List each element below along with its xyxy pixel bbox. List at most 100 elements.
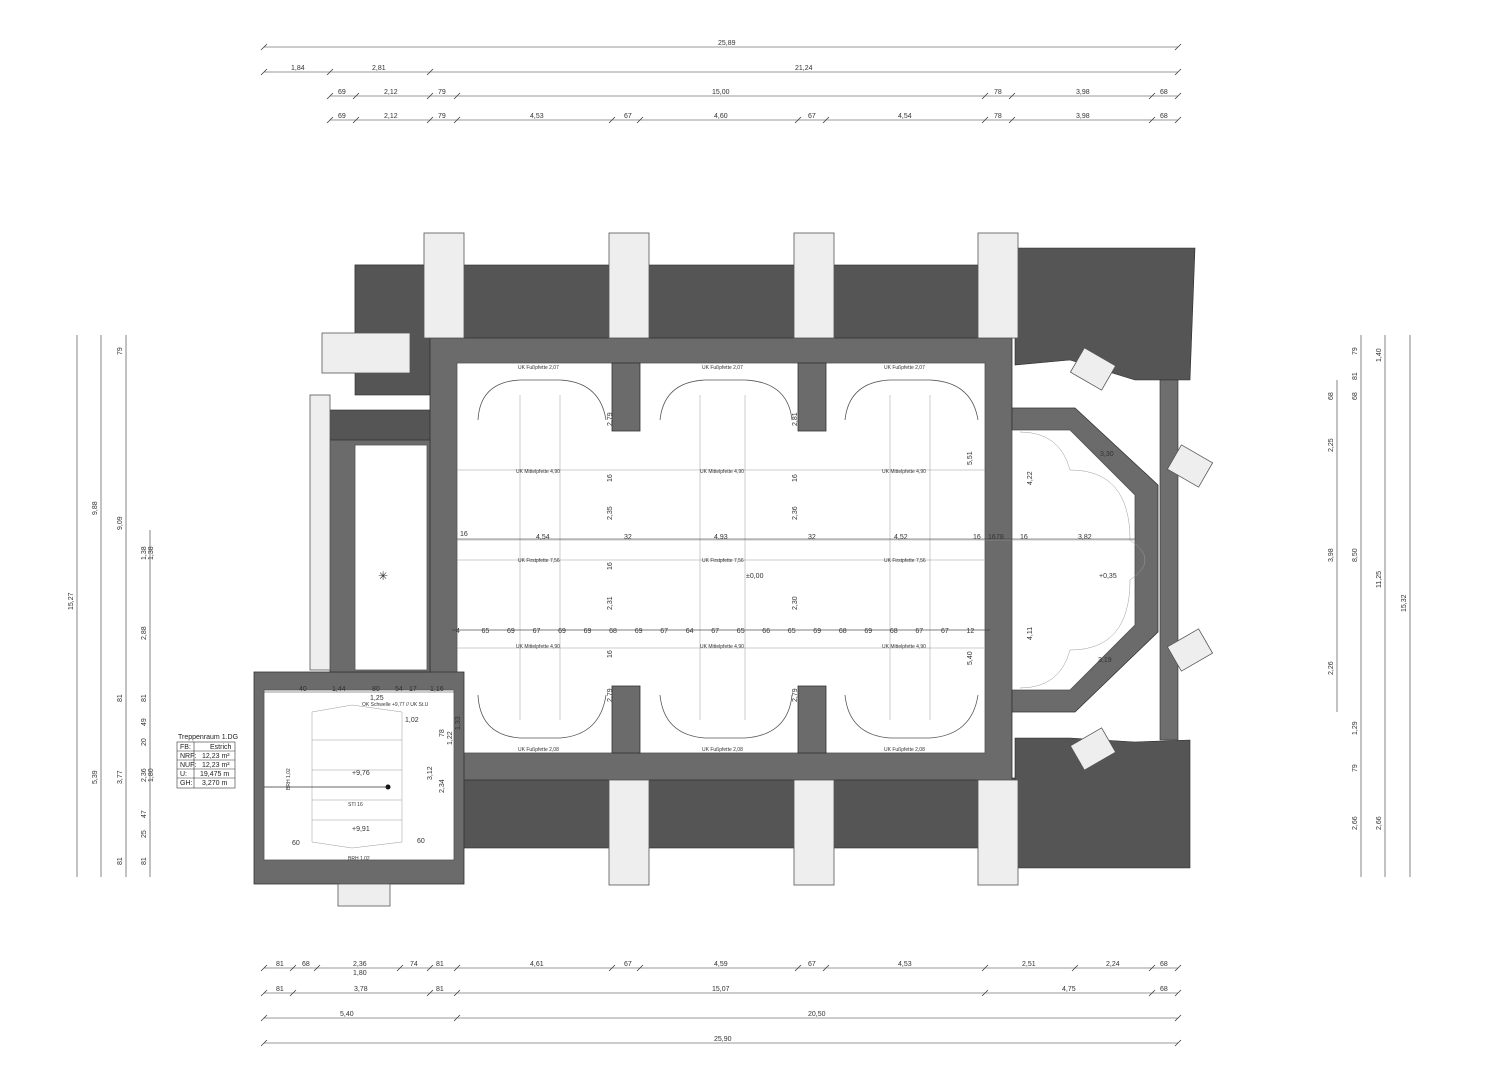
- nave-interior: [456, 362, 986, 754]
- top-dim-4-b: 2,12: [384, 113, 398, 120]
- left-dim-i: 81: [141, 694, 148, 702]
- stair-sub-dim: 1,25: [370, 695, 384, 702]
- apse-vault-curve: [1019, 431, 1146, 689]
- dimension-tick: [608, 964, 616, 972]
- roof-left-strip: [354, 264, 431, 396]
- pier-top-1: [611, 362, 641, 432]
- top-dim-4-g: 67: [808, 113, 816, 120]
- left-dim-j: 49: [141, 718, 148, 726]
- buttress-apse-2: [1166, 444, 1214, 488]
- apse-level: +0,35: [1099, 573, 1117, 580]
- left-dim-m: 1,80: [148, 768, 155, 782]
- dimension-tick: [794, 964, 802, 972]
- right-dim-e: 68: [1352, 392, 1359, 400]
- compass-icon: ✳: [378, 569, 388, 583]
- gap-6: 78: [996, 534, 1004, 541]
- room-row-fb-value: Estrich: [210, 744, 232, 751]
- room-row-u-key: U:: [180, 771, 187, 778]
- spacing-dim: 67: [533, 628, 541, 635]
- dimension-tick: [326, 92, 334, 100]
- dimension-tick: [352, 116, 360, 124]
- left-dim-q: 25: [141, 830, 148, 838]
- top-dimensions: 25,89 1,84 2,81 21,24 69 2,12 79 15,00 7…: [260, 40, 1182, 124]
- bottom-dim-1-n: 68: [1160, 961, 1168, 968]
- spacing-dim: 69: [507, 628, 515, 635]
- dimension-tick: [326, 116, 334, 124]
- bottom-dim-2-b: 3,78: [354, 986, 368, 993]
- stair-steps-outline: [311, 704, 403, 849]
- stair-top-dim-5: 17: [409, 686, 417, 693]
- bay-width-1: 4,54: [536, 534, 550, 541]
- vert-mid-1: 2,81: [792, 412, 799, 426]
- stair-side-5: 1,33: [455, 716, 462, 730]
- stair-entrance: [337, 883, 391, 907]
- stair-top-dim-2: 1,44: [332, 686, 346, 693]
- dimension-tick: [289, 989, 297, 997]
- fuss-top-3: UK Fußpfette 2,07: [884, 365, 925, 371]
- vert-right-1: 5,51: [967, 451, 974, 465]
- dimension-tick: [1174, 116, 1182, 124]
- dimension-tick: [426, 68, 434, 76]
- vert-mid-2: 2,36: [792, 506, 799, 520]
- bottom-dim-2-e: 4,75: [1062, 986, 1076, 993]
- bottom-dim-1-d: 1,80: [353, 970, 367, 977]
- bottom-dim-1-e: 74: [410, 961, 418, 968]
- right-dim-o: 2,66: [1376, 816, 1383, 830]
- room-row-gh-value: 3,270 m: [202, 780, 227, 787]
- room-row-fb-key: FB:: [180, 744, 191, 751]
- top-dim-2-c: 21,24: [795, 65, 813, 72]
- top-dim-4-h: 4,54: [898, 113, 912, 120]
- dimension-tick: [1174, 1039, 1182, 1047]
- top-dim-3-g: 68: [1160, 89, 1168, 96]
- vert-left-2: 2,35: [607, 506, 614, 520]
- vault-curves: [477, 379, 1146, 739]
- stair-top-dim-6: 1,16: [430, 686, 444, 693]
- left-dim-c: 79: [117, 347, 124, 355]
- right-dimensions: 79 1,40 81 68 68 2,25 3,98 8,50 11,25 15…: [1328, 335, 1411, 877]
- bottom-dim-1-m: 2,24: [1106, 961, 1120, 968]
- row16-4: 16: [607, 650, 614, 658]
- gap-3: 32: [808, 534, 816, 541]
- buttress-top-3: [793, 232, 835, 339]
- vert-left-3: 2,31: [607, 596, 614, 610]
- mittel-bottom-3: UK Mittelpfette 4,90: [882, 644, 926, 650]
- spacing-dim: 69: [584, 628, 592, 635]
- spacing-dim: 66: [762, 628, 770, 635]
- spacing-dim: 69: [813, 628, 821, 635]
- spacing-dim: 12: [967, 628, 975, 635]
- first-1: UK Firstpfette 7,56: [518, 558, 560, 564]
- bottom-dim-1-f: 81: [436, 961, 444, 968]
- spacing-dim: 68: [609, 628, 617, 635]
- dimension-tick: [1174, 68, 1182, 76]
- stair-dimensions: 40 1,44 80 54 17 1,16 1,25 OK Schwelle +…: [264, 686, 462, 862]
- top-dim-3-c: 79: [438, 89, 446, 96]
- stair-side-3: 78: [439, 729, 446, 737]
- buttress-apse-4: [1069, 727, 1117, 771]
- dimension-tick: [453, 964, 461, 972]
- dimension-tick: [352, 92, 360, 100]
- pier-bottom-2: [797, 685, 827, 754]
- right-dim-d: 68: [1328, 392, 1335, 400]
- stair-diag-2: 60: [417, 838, 425, 845]
- dimension-tick: [981, 116, 989, 124]
- top-dim-4-j: 3,98: [1076, 113, 1090, 120]
- nave-level: ±0,00: [746, 573, 764, 580]
- gap-7: 16: [1020, 534, 1028, 541]
- gap-5: 16: [988, 534, 996, 541]
- spacing-dim: 65: [737, 628, 745, 635]
- roof-stair-top: [329, 409, 431, 446]
- top-dim-total: 25,89: [718, 40, 736, 47]
- vert-left-1: 2,79: [607, 412, 614, 426]
- dimension-tick: [260, 989, 268, 997]
- mittel-bottom-1: UK Mittelpfette 4,90: [516, 644, 560, 650]
- bottom-dim-2-d: 15,07: [712, 986, 730, 993]
- fuss-top-1: UK Fußpfette 2,07: [518, 365, 559, 371]
- buttress-apse-3: [1166, 628, 1214, 672]
- dimension-tick: [1148, 989, 1156, 997]
- mittel-bottom-2: UK Mittelpfette 4,90: [700, 644, 744, 650]
- vault-curve-bottom-1: [477, 694, 607, 739]
- dimension-tick: [289, 964, 297, 972]
- gap-2: 32: [624, 534, 632, 541]
- vert-mid-4: 2,79: [792, 688, 799, 702]
- vert-mid-3: 2,30: [792, 596, 799, 610]
